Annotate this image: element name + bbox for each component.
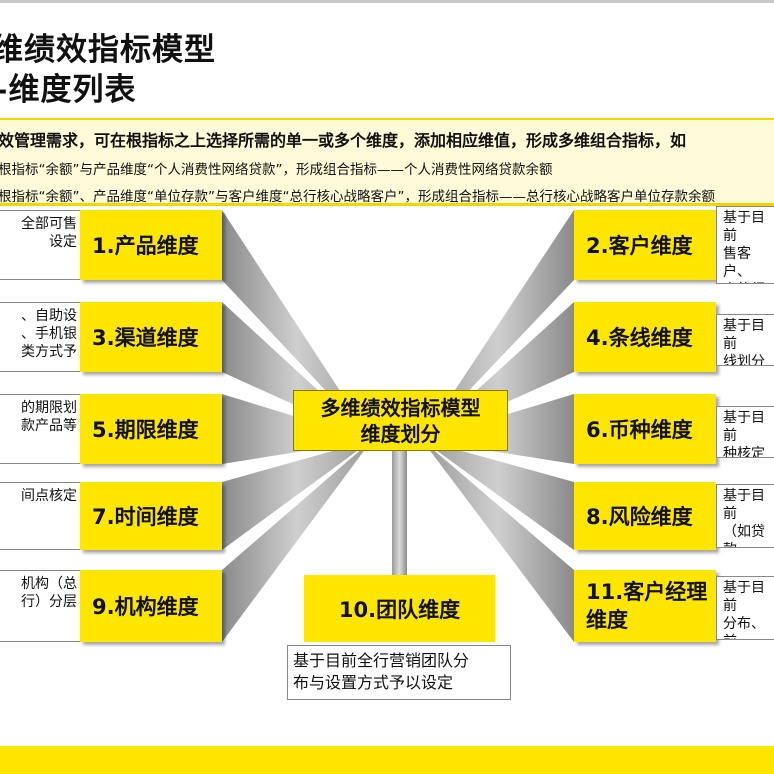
dimension-3-box: 3.渠道维度 [80,302,222,372]
dimension-8-desc: 基于目前 （如贷款 以设定 [716,484,774,548]
dimension-4-desc: 基于目前 线划分予 [716,314,774,366]
ray-7 [222,440,372,550]
dimension-8-box: 8.风险维度 [574,482,716,550]
page-title-line-1: 维绩效指标模型 [0,32,216,68]
dimension-6-box: 6.币种维度 [574,394,716,464]
dimension-6-desc: 基于目前 种核定方 [716,406,774,458]
dimension-2-box: 2.客户维度 [574,210,716,280]
footer-bar [0,746,774,774]
dimension-9-box: 9.机构维度 [80,570,222,642]
dimension-3-desc: 、自助设 、手机银 类方式予 [0,302,82,372]
ray-8 [422,440,574,550]
page-title-line-2: –维度列表 [0,72,137,108]
dimension-7-desc: 间点核定 [0,482,82,550]
info-line-2: 根指标“余额”与产品维度“个人消费性网络贷款”，形成组合指标——个人消费性网络贷… [0,162,553,178]
top-divider [0,0,774,3]
center-hub: 多维绩效指标模型 维度划分 [293,390,508,451]
info-line-1: 效管理需求，可在根指标之上选择所需的单一或多个维度，添加相应维值，形成多维组合指… [0,131,687,150]
dimension-1-desc: 全部可售 设定 [0,210,82,280]
ray-11 [422,440,574,642]
dimension-2-desc: 基于目前 售客户、 户的细化 设定 [716,206,774,284]
dimension-10-desc: 基于目前全行营销团队分 布与设置方式予以设定 [287,645,511,700]
page-title: 维绩效指标模型 –维度列表 [0,30,216,110]
dimension-5-desc: 的期限划 款产品等 [0,394,82,464]
ray-9 [222,440,372,642]
dimension-5-box: 5.期限维度 [80,394,222,464]
dimension-1-box: 1.产品维度 [80,210,222,280]
info-bottom-rule [0,203,774,206]
info-line-3: 根指标“余额”、产品维度“单位存款”与客户维度“总行核心战略客户”，形成组合指标… [0,189,715,205]
ray-2 [422,210,574,440]
dimension-11-desc: 基于目前 分布、前 以设定 [716,576,774,640]
ray-10 [392,448,407,575]
dimension-10-box: 10.团队维度 [304,575,495,642]
dimension-7-box: 7.时间维度 [80,482,222,550]
dimension-9-desc: 机构（总 行）分层 [0,570,82,642]
info-panel [0,120,774,206]
ray-1 [222,210,372,440]
dimension-4-box: 4.条线维度 [574,302,716,372]
dimension-11-box: 11.客户经理 维度 [574,570,716,642]
info-top-rule [0,118,774,120]
